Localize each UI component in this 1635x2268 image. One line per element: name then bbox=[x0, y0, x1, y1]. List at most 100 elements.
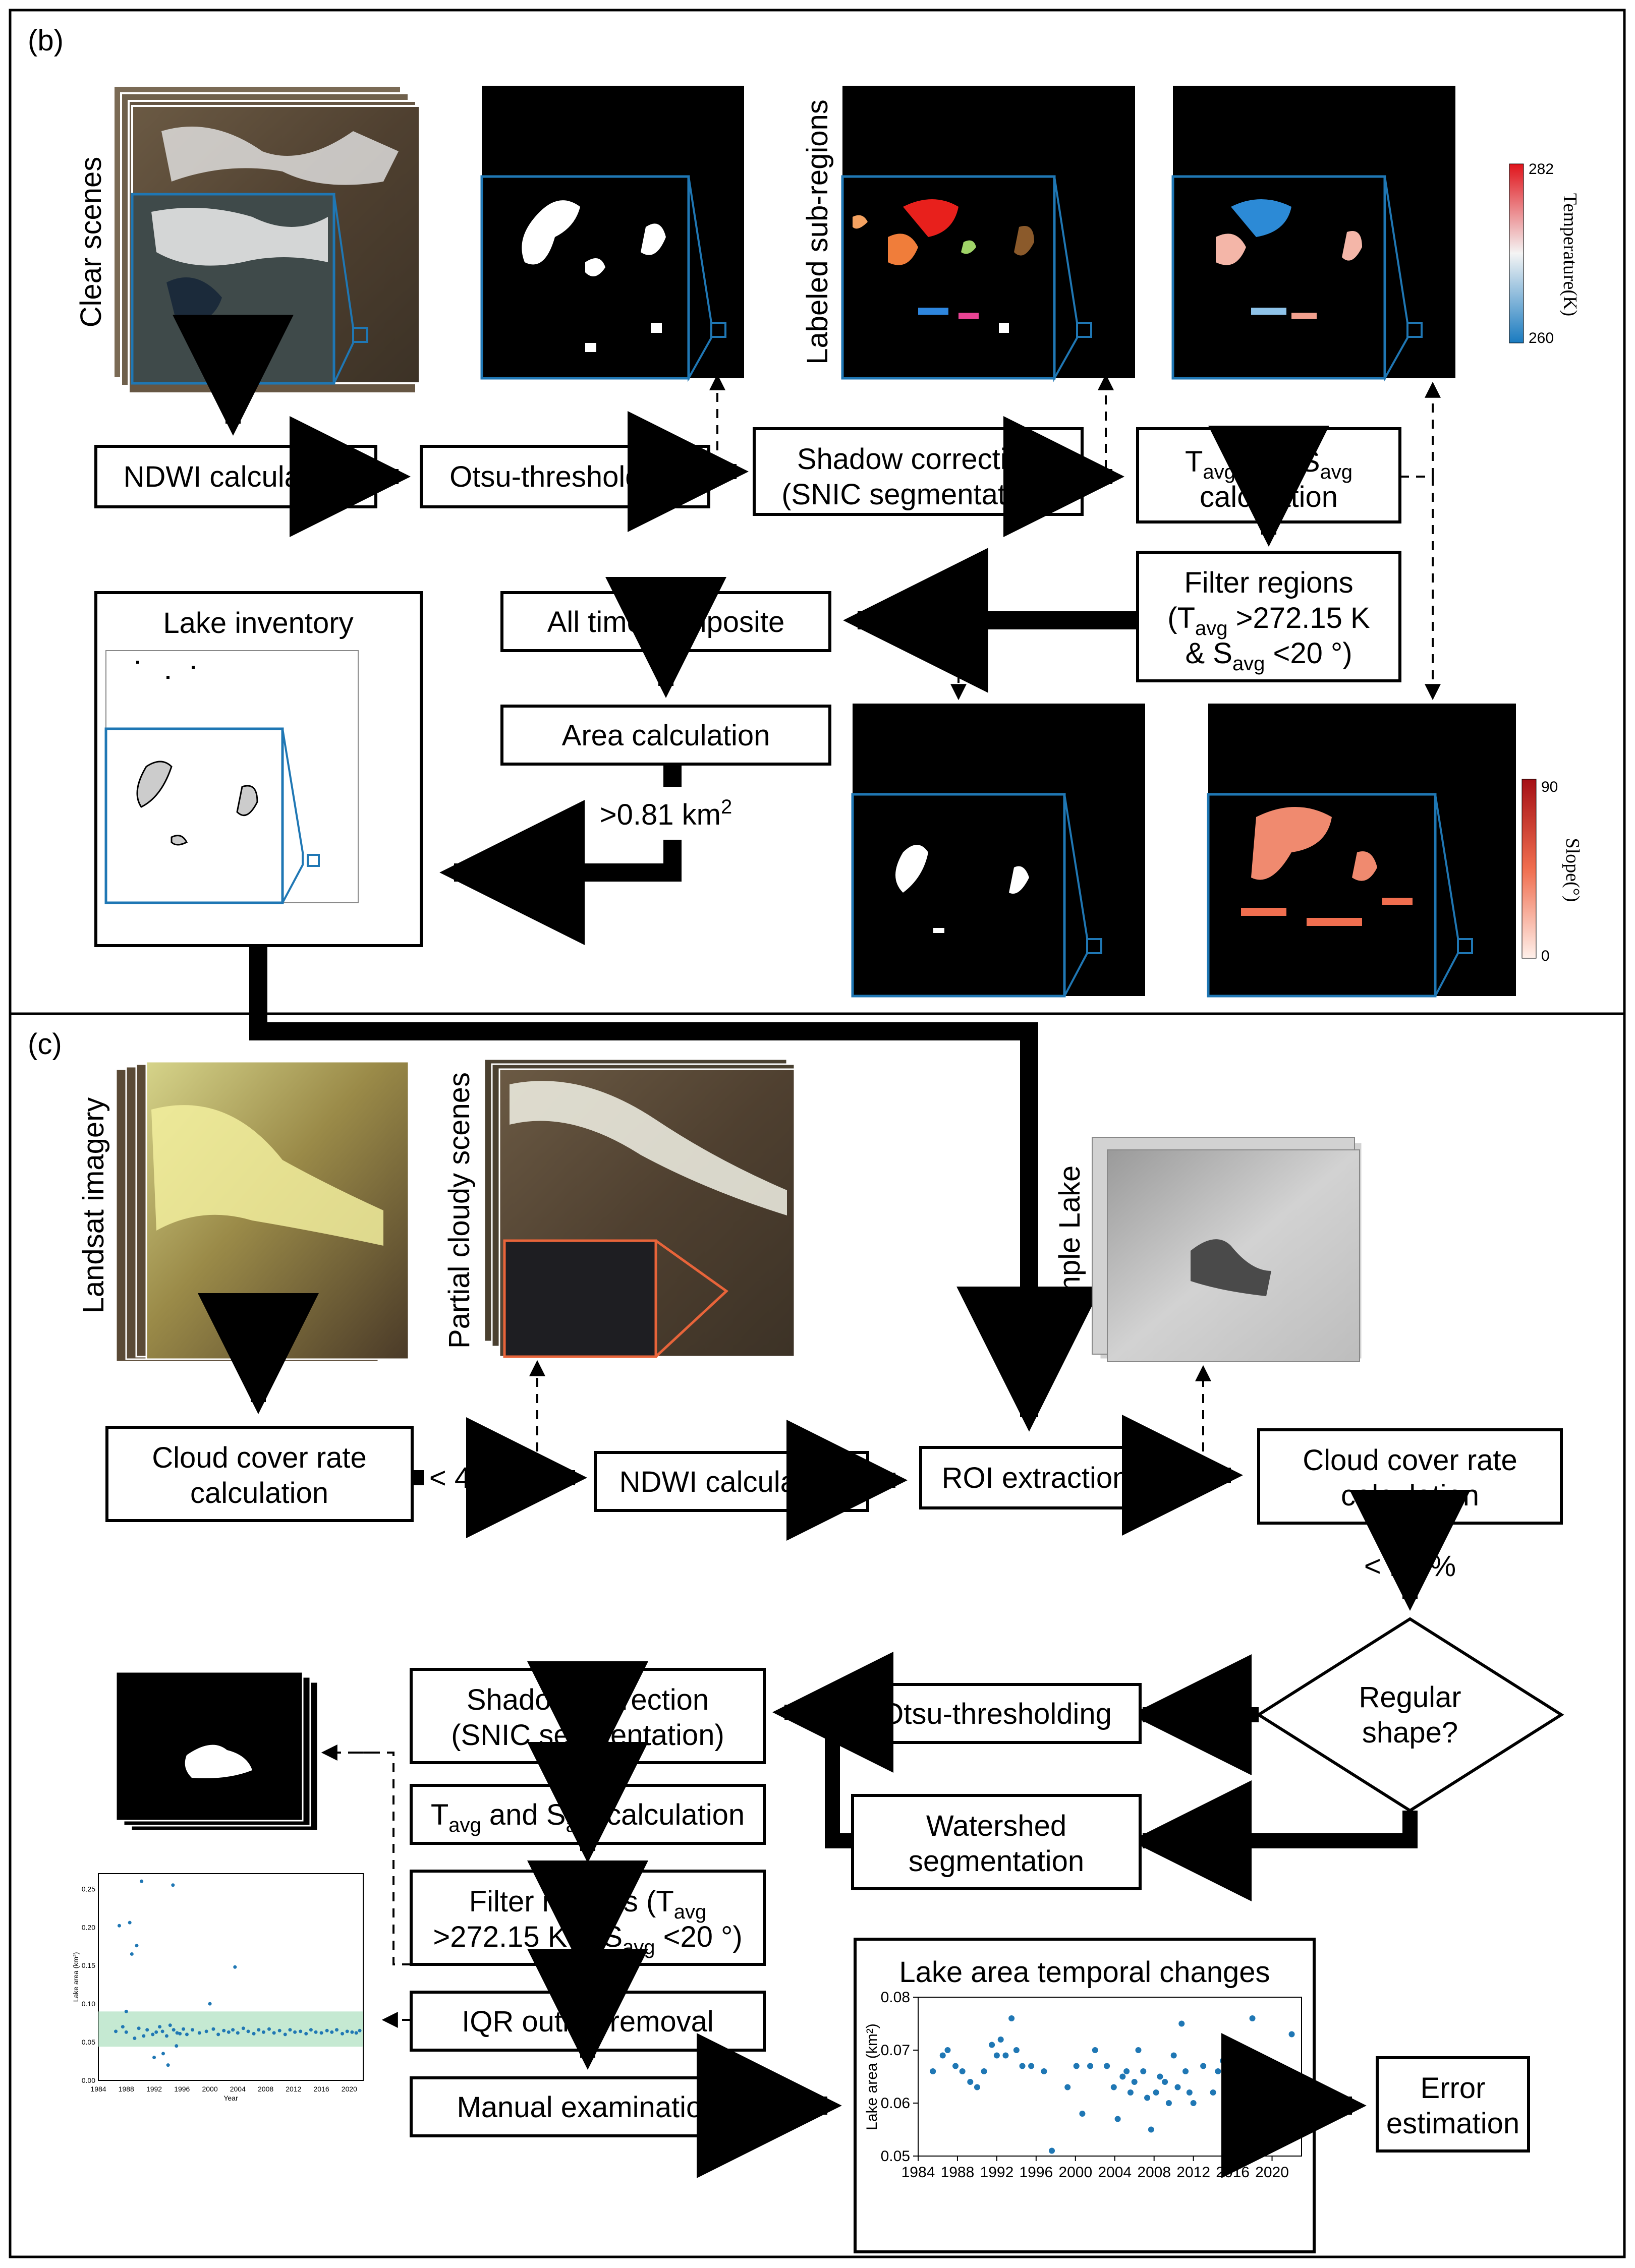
temp-bar-min: 260 bbox=[1529, 330, 1554, 346]
data-point bbox=[1148, 2126, 1154, 2133]
data-point bbox=[114, 2029, 118, 2033]
slope-bar-title: Slope(°) bbox=[1562, 838, 1583, 902]
data-point bbox=[185, 2032, 189, 2037]
data-point bbox=[175, 2044, 179, 2048]
data-point bbox=[993, 2052, 1000, 2059]
data-point bbox=[124, 2009, 128, 2013]
data-point bbox=[1243, 2063, 1250, 2069]
data-point bbox=[1049, 2147, 1055, 2154]
data-point bbox=[1087, 2063, 1094, 2069]
data-point bbox=[989, 2042, 995, 2048]
data-point bbox=[204, 2029, 208, 2033]
data-point bbox=[1222, 2042, 1229, 2048]
data-point bbox=[1182, 2068, 1189, 2074]
data-point bbox=[1246, 2095, 1253, 2101]
x-tick-label: 1996 bbox=[1019, 2164, 1053, 2181]
data-point bbox=[974, 2084, 980, 2090]
data-point bbox=[1104, 2063, 1110, 2069]
data-point bbox=[1255, 2084, 1262, 2090]
data-point bbox=[350, 2030, 354, 2034]
filter-label-c-1: Filter regions (Tavg bbox=[469, 1885, 707, 1923]
data-point bbox=[252, 2031, 256, 2036]
cloud-cover-label-1b: calculation bbox=[190, 1477, 328, 1509]
x-tick-label: 2004 bbox=[230, 2085, 246, 2093]
data-point bbox=[171, 1883, 175, 1887]
data-point bbox=[1225, 2079, 1232, 2085]
x-tick-label: 2020 bbox=[342, 2085, 357, 2093]
data-point bbox=[288, 2028, 292, 2032]
data-point bbox=[1284, 2073, 1291, 2080]
filter-label-c-2: >272.15 K & Savg <20 °) bbox=[433, 1921, 742, 1958]
data-point bbox=[354, 2031, 358, 2035]
cloud-cover-label-2a: Cloud cover rate bbox=[1303, 1444, 1517, 1477]
data-point bbox=[1220, 2058, 1226, 2064]
labeled-subregions-label: Labeled sub-regions bbox=[801, 99, 834, 365]
dash-tavg-to-temp bbox=[1400, 381, 1441, 478]
y-tick-label: 0.05 bbox=[82, 2038, 95, 2046]
data-point bbox=[257, 2028, 261, 2032]
cloud-cover-label-2b: calculation bbox=[1341, 1479, 1479, 1512]
x-tick-label: 2008 bbox=[1137, 2164, 1171, 2181]
data-point bbox=[330, 2030, 334, 2034]
data-point bbox=[1119, 2073, 1126, 2080]
data-point bbox=[939, 2052, 946, 2059]
data-point bbox=[309, 2028, 313, 2032]
data-point bbox=[246, 2029, 250, 2033]
data-point bbox=[208, 2002, 212, 2006]
data-point bbox=[930, 2068, 936, 2074]
no-label: No bbox=[1195, 1699, 1232, 1731]
data-point bbox=[133, 2036, 137, 2040]
panel-c-frame bbox=[9, 1012, 1626, 2258]
data-point bbox=[135, 1944, 139, 1948]
data-point bbox=[1261, 2068, 1267, 2074]
clear-scenes-label: Clear scenes bbox=[75, 157, 107, 327]
data-point bbox=[283, 2032, 287, 2037]
data-point bbox=[1270, 2079, 1276, 2085]
data-point bbox=[293, 2030, 297, 2034]
temperature-map-image bbox=[1171, 86, 1455, 382]
x-tick-label: 2004 bbox=[1098, 2164, 1132, 2181]
data-point bbox=[197, 2031, 201, 2035]
data-point bbox=[231, 2028, 235, 2032]
y-tick-label: 0.00 bbox=[82, 2076, 95, 2084]
data-point bbox=[1002, 2052, 1009, 2059]
data-point bbox=[158, 2025, 162, 2029]
x-tick-label: 2012 bbox=[1176, 2164, 1210, 2181]
area-box bbox=[500, 705, 831, 766]
data-point bbox=[341, 2031, 345, 2036]
panel-c-label: (c) bbox=[28, 1028, 62, 1061]
temp-bar-max: 282 bbox=[1529, 161, 1554, 178]
x-tick-label: 1984 bbox=[90, 2085, 106, 2093]
data-point bbox=[335, 2028, 339, 2032]
iqr-chart-frame bbox=[98, 1873, 364, 2081]
shadow-label-c-2: (SNIC segmentation) bbox=[451, 1719, 724, 1752]
data-point bbox=[117, 1924, 121, 1928]
data-point bbox=[1041, 2068, 1047, 2074]
arrow-inventory-to-roi bbox=[249, 946, 1038, 1402]
area-threshold-label: >0.81 km2 bbox=[600, 796, 732, 831]
data-point bbox=[178, 2031, 182, 2036]
dash-shadow-to-mask bbox=[348, 1752, 394, 1755]
data-point bbox=[319, 2031, 323, 2035]
error-label-2: estimation bbox=[1386, 2107, 1519, 2140]
data-point bbox=[1064, 2084, 1071, 2090]
data-point bbox=[944, 2047, 951, 2053]
data-point bbox=[1110, 2084, 1117, 2090]
y-axis-label: Lake area (km²) bbox=[72, 1952, 80, 2002]
y-tick-label: 0.10 bbox=[82, 2000, 95, 2008]
data-point bbox=[1144, 2095, 1151, 2101]
data-point bbox=[299, 2029, 303, 2033]
data-point bbox=[145, 2028, 149, 2032]
x-tick-label: 1984 bbox=[901, 2164, 935, 2181]
slope-map-image bbox=[1207, 704, 1516, 998]
data-point bbox=[1190, 2100, 1197, 2106]
data-point bbox=[1019, 2063, 1026, 2069]
data-point bbox=[358, 2028, 362, 2032]
data-point bbox=[272, 2031, 276, 2035]
error-box bbox=[1376, 2056, 1530, 2153]
data-point bbox=[1170, 2052, 1177, 2059]
data-point bbox=[1008, 2015, 1015, 2021]
sample-lake-stack bbox=[1092, 1137, 1363, 1362]
data-point bbox=[128, 1921, 132, 1925]
data-point bbox=[1237, 2073, 1244, 2080]
